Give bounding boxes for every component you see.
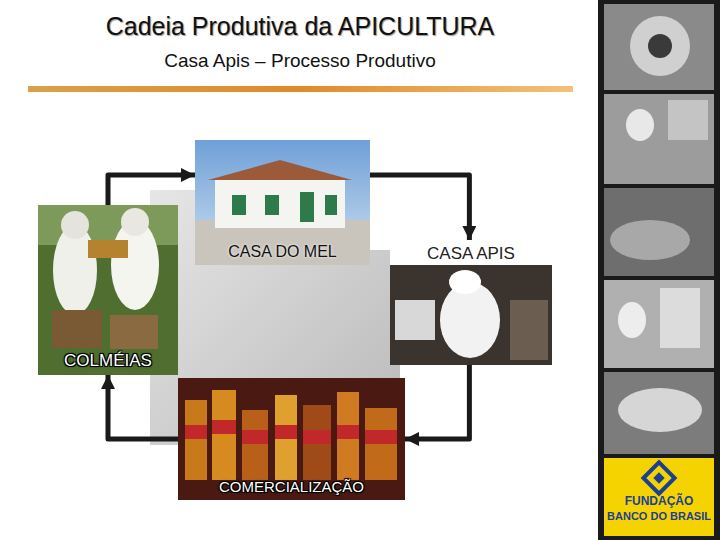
sidebar-photo (604, 372, 714, 454)
cycle-arrow (108, 175, 195, 205)
node-label: COMERCIALIZAÇÃO (219, 478, 364, 496)
worker (626, 109, 654, 141)
products-photo (178, 378, 405, 500)
sidebar-photo (604, 94, 714, 184)
sidebar-photo (604, 280, 714, 368)
beekeepers-photo (38, 205, 178, 375)
trays (668, 100, 708, 140)
harvest (610, 220, 690, 260)
sidebar-photo (604, 4, 714, 90)
logo-emblem (643, 462, 674, 493)
house-photo (195, 140, 370, 265)
title-rule (28, 86, 573, 92)
logo-text: FUNDAÇÃO (604, 494, 714, 508)
sidebar (598, 0, 720, 540)
flower-center (648, 34, 672, 58)
subtitle: Casa Apis – Processo Produtivo (0, 50, 600, 72)
bag (660, 288, 700, 348)
photo-node: COMERCIALIZAÇÃO (178, 378, 405, 500)
sidebar-photo (604, 188, 714, 276)
logo-ground (604, 458, 714, 536)
flower (630, 16, 690, 76)
cycle-arrow (370, 175, 469, 240)
node-label: CASA APIS (427, 244, 515, 264)
node-label: COLMÉIAS (64, 351, 152, 371)
cycle-arrow (108, 375, 178, 439)
worker (618, 302, 646, 338)
photo-node: CASA APIS (390, 240, 552, 365)
logo-text: BANCO DO BRASIL (604, 510, 714, 522)
node-label: CASA DO MEL (228, 242, 336, 261)
cycle-arrow (405, 365, 469, 439)
title: Cadeia Produtiva da APICULTURA (0, 12, 600, 41)
photo-node: COLMÉIAS (38, 205, 178, 375)
photo-node: CASA DO MEL (195, 140, 370, 265)
nuts (618, 388, 702, 432)
